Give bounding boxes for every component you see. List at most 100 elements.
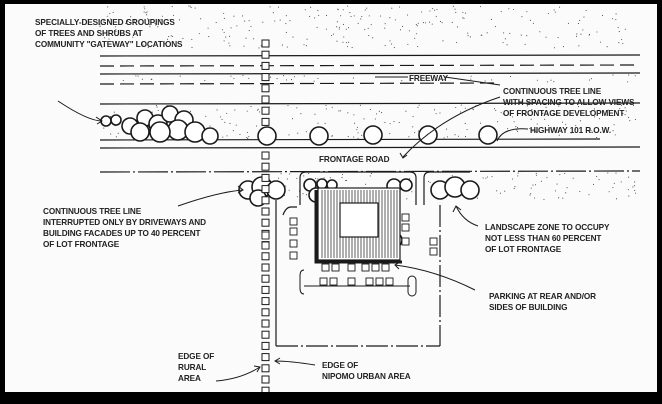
stipple-dot: [309, 15, 311, 18]
stipple-dot: [143, 6, 145, 8]
stipple-dot: [204, 79, 206, 82]
stipple-dot: [304, 9, 306, 11]
stipple-dot: [588, 34, 590, 36]
stipple-dot: [389, 123, 391, 125]
stipple-dot: [612, 130, 614, 132]
stipple-dot: [147, 20, 149, 22]
stipple-dot: [384, 45, 386, 47]
stipple-dot: [144, 8, 146, 10]
stipple-dot: [104, 37, 106, 39]
stipple-dot: [296, 196, 298, 198]
parking-stall: [429, 237, 438, 246]
stipple-dot: [357, 22, 359, 24]
stipple-dot: [325, 14, 328, 16]
stipple-dot: [615, 198, 618, 200]
stipple-dot: [239, 133, 241, 135]
stipple-dot: [435, 113, 437, 115]
marker-square: [261, 285, 270, 294]
stipple-dot: [476, 197, 479, 199]
parking-stall: [289, 227, 298, 236]
stipple-dot: [553, 47, 556, 49]
stipple-dot: [581, 112, 583, 114]
stipple-dot: [369, 175, 371, 177]
stipple-dot: [125, 22, 127, 24]
stipple-dot: [408, 136, 410, 138]
stipple-dot: [484, 80, 486, 82]
rural-edge-markers: [261, 39, 270, 392]
stipple-dot: [507, 128, 509, 130]
stipple-dot: [350, 16, 352, 18]
stipple-dot: [228, 42, 230, 44]
stipple-dot: [480, 34, 482, 36]
marker-square: [261, 297, 270, 306]
stipple-dot: [365, 183, 367, 185]
marker-square: [261, 353, 270, 362]
stipple-dot: [622, 42, 624, 45]
stipple-dot: [219, 116, 222, 118]
stipple-dot: [229, 45, 231, 47]
stipple-dot: [411, 191, 413, 193]
stipple-dot: [451, 21, 453, 23]
stipple-dot: [280, 173, 282, 175]
stipple-dot: [338, 110, 340, 112]
stipple-dot: [246, 110, 248, 112]
stipple-dot: [545, 106, 547, 108]
stipple-dot: [398, 6, 401, 8]
stipple-dot: [421, 11, 423, 13]
stipple-dot: [157, 109, 159, 111]
stipple-dot: [166, 21, 168, 23]
stipple-dot: [557, 36, 559, 39]
stipple-dot: [572, 177, 574, 179]
stipple-dot: [303, 44, 305, 46]
marker-square: [261, 386, 270, 392]
stipple-dot: [614, 134, 616, 136]
stipple-dot: [342, 41, 344, 43]
stipple-dot: [624, 114, 626, 116]
stipple-dot: [146, 11, 148, 13]
stipple-dot: [230, 75, 232, 77]
stipple-dot: [516, 129, 518, 131]
stipple-dot: [486, 32, 488, 34]
stipple-dot: [269, 6, 271, 8]
stipple-dot: [542, 112, 544, 114]
stipple-dot: [223, 31, 225, 33]
stipple-dot: [634, 75, 636, 77]
stipple-dot: [279, 19, 281, 21]
stipple-dot: [216, 109, 218, 111]
stipple-dot: [517, 172, 519, 174]
stipple-dot: [389, 17, 391, 19]
stipple-dot: [226, 112, 228, 114]
stipple-dot: [288, 134, 290, 136]
stipple-dot: [262, 21, 264, 23]
stipple-dot: [198, 33, 200, 35]
stipple-dot: [316, 26, 318, 28]
diagram-paper: SPECIALLY-DESIGNED GROUPINGS OF TREES AN…: [5, 4, 657, 392]
parking-stall: [331, 263, 340, 272]
stipple-dot: [285, 15, 287, 17]
stipple-dot: [351, 47, 353, 49]
stipple-dot: [529, 127, 531, 130]
stipple-dot: [297, 132, 299, 134]
stipple-dot: [535, 174, 537, 176]
stipple-dot: [578, 106, 580, 108]
stipple-dot: [194, 7, 196, 9]
tree-icon: [130, 122, 150, 142]
parking-stall: [385, 277, 394, 286]
stipple-dot: [331, 34, 333, 36]
stipple-dot: [511, 116, 513, 118]
stipple-dot: [601, 15, 604, 17]
stipple-dot: [555, 113, 557, 116]
stipple-dot: [353, 15, 355, 17]
stipple-dot: [460, 104, 462, 106]
stipple-dot: [599, 41, 602, 43]
stipple-dot: [607, 109, 609, 111]
label-edge-rural-area: EDGE OF RURAL AREA: [178, 352, 215, 383]
stipple-dot: [289, 20, 291, 22]
stipple-dot: [607, 172, 609, 174]
stipple-dot: [456, 26, 459, 28]
stipple-dot: [558, 105, 560, 107]
stipple-dot: [221, 118, 223, 121]
stipple-dot: [554, 11, 556, 13]
stipple-dot: [137, 75, 139, 77]
label-edge-nipomo-urban-area: EDGE OF NIPOMO URBAN AREA: [322, 361, 411, 381]
